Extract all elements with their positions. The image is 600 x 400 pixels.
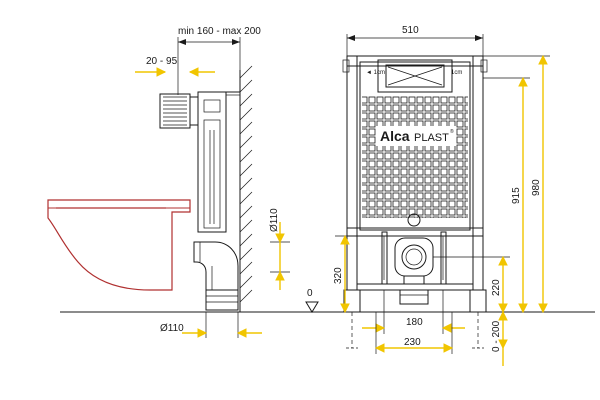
- width-230-dimension: 230: [374, 312, 454, 354]
- width-dimension: 510: [346, 25, 484, 56]
- svg-text:◄ 1cm: ◄ 1cm: [366, 70, 385, 76]
- height-220-dimension: 220: [433, 255, 510, 314]
- width-230-label: 230: [404, 337, 421, 348]
- pipe-bottom-dimension: Ø110: [160, 312, 262, 338]
- height-320-dimension: 320: [333, 234, 360, 314]
- depth-label: min 160 - max 200: [178, 26, 261, 37]
- height-320-label: 320: [333, 267, 344, 284]
- pipe-side-dimension: Ø110: [269, 208, 290, 290]
- adjust-0-200-dimension: 0 - 200: [491, 310, 508, 366]
- drain-outlet: [394, 237, 434, 305]
- drain-bend: [193, 241, 239, 311]
- front-view: 510 ◄ 1cm 1cm Alca PLAST ®: [333, 25, 550, 366]
- height-980-label: 980: [531, 179, 542, 196]
- frame-right-post: [472, 55, 484, 291]
- height-915-dimension: 915: [483, 76, 530, 314]
- pipe-bottom-label: Ø110: [160, 323, 184, 334]
- height-220-label: 220: [491, 279, 502, 296]
- cistern: ◄ 1cm 1cm Alca PLAST ®: [359, 59, 471, 231]
- flush-plate-module: [159, 93, 199, 129]
- frame-feet: [343, 289, 487, 349]
- floor-zero-marker: 0: [305, 288, 319, 313]
- svg-text:1cm: 1cm: [451, 70, 462, 76]
- logo-reg: ®: [450, 128, 454, 135]
- frame-crossbar-upper: [346, 227, 484, 237]
- depth-dimension: min 160 - max 200: [177, 26, 261, 95]
- logo-alca: Alca: [380, 128, 410, 144]
- side-view: min 160 - max 200 20 - 95: [47, 26, 595, 338]
- floor-zero-label: 0: [307, 288, 313, 299]
- flush-plate-dimension: 20 - 95: [135, 56, 215, 77]
- frame-crossbar-lower: [356, 283, 474, 291]
- wall: [239, 65, 253, 312]
- adjust-0-200-label: 0 - 200: [491, 320, 502, 352]
- width-180-label: 180: [406, 317, 423, 328]
- pipe-side-label: Ø110: [269, 208, 280, 232]
- frame-side-profile: [197, 91, 240, 233]
- frame-left-post: [346, 55, 358, 291]
- width-180-dimension: 180: [362, 290, 465, 334]
- alcaplast-logo: [376, 126, 456, 146]
- wc-studs: [381, 231, 447, 285]
- toilet-bowl-outline: [47, 199, 191, 291]
- flush-plate-label: 20 - 95: [146, 56, 178, 67]
- height-915-label: 915: [511, 187, 522, 204]
- width-label: 510: [402, 25, 419, 36]
- logo-plast: PLAST: [414, 132, 449, 144]
- height-980-dimension: 980: [483, 54, 550, 314]
